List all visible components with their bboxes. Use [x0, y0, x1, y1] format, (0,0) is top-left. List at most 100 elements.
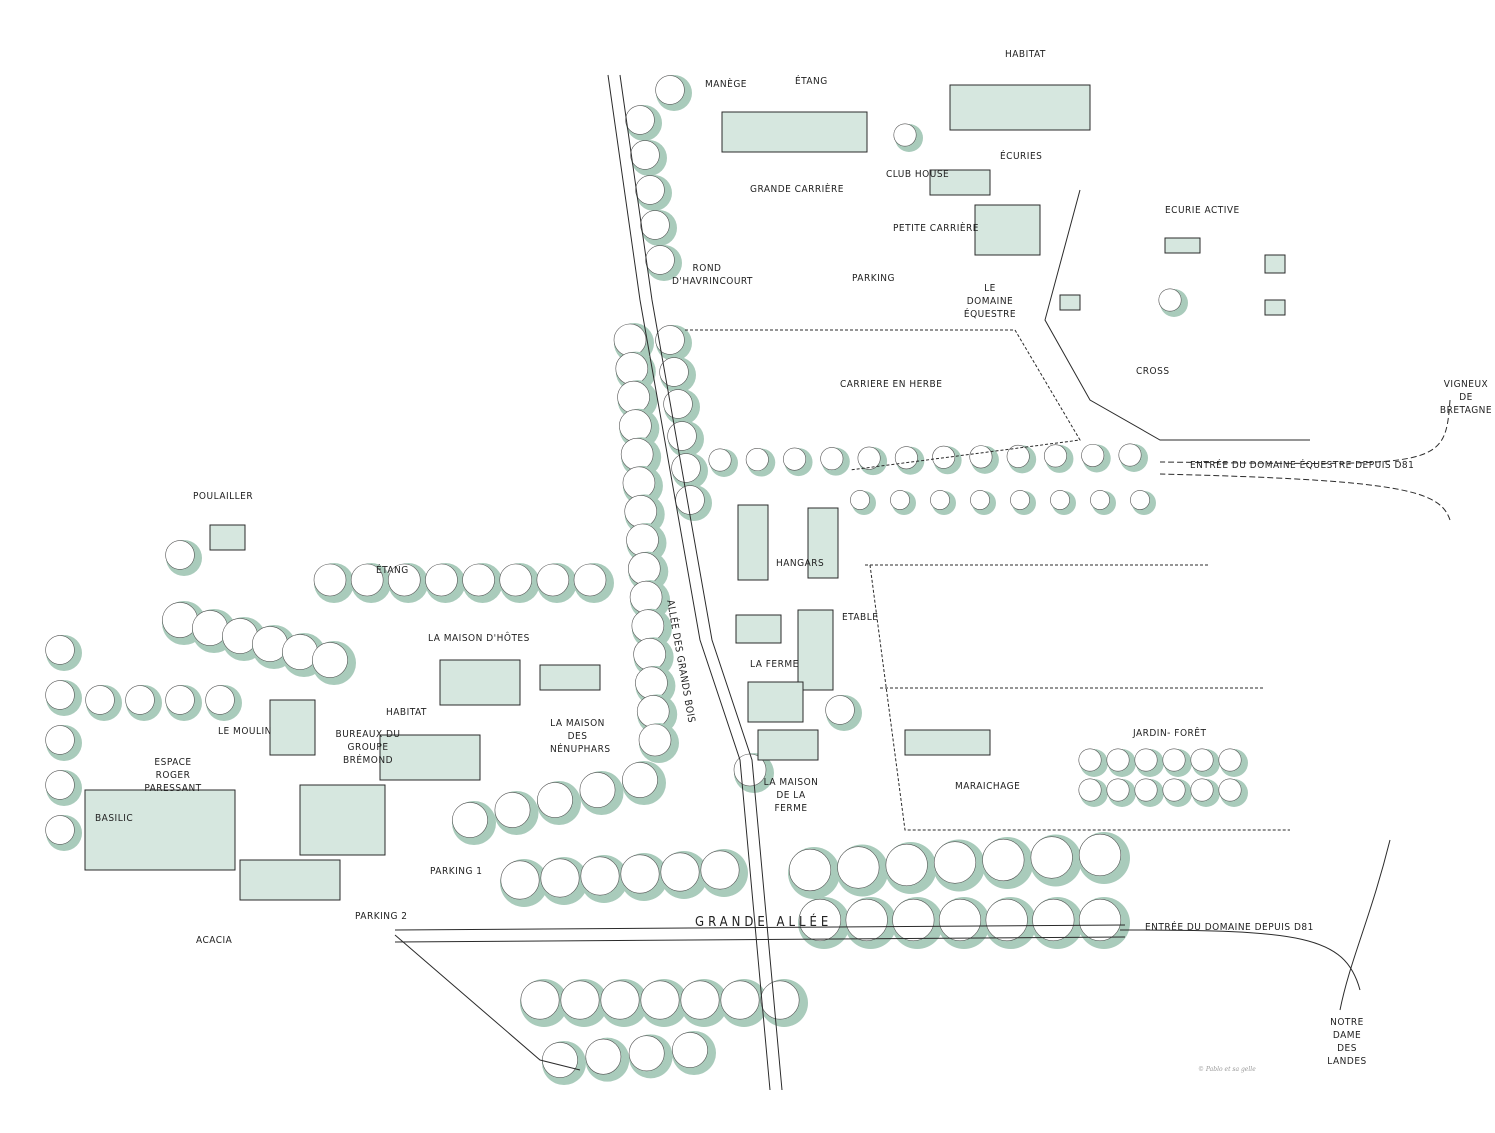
tree-icon: [640, 979, 688, 1027]
label-entree-equestre[interactable]: Entrée du domaine équestre depuis D81: [1190, 460, 1415, 471]
label-la-ferme[interactable]: La Ferme: [750, 659, 799, 670]
tree-icon: [1218, 778, 1248, 807]
label-cross[interactable]: Cross: [1136, 366, 1170, 377]
grande-allee-road-edge: [394, 936, 1126, 943]
buildings: [84, 84, 1286, 901]
tree-icon: [1162, 748, 1192, 777]
label-hangars[interactable]: Hangars: [776, 558, 825, 569]
label-maison-nenuphars[interactable]: La Maison des nénuphars: [550, 718, 611, 755]
tree-icon: [655, 325, 692, 361]
tree-icon: [425, 563, 466, 603]
tree-icon: [745, 448, 776, 477]
tree-icon: [600, 979, 648, 1027]
tree-icon: [626, 523, 667, 563]
north-road: [1159, 399, 1451, 464]
label-maison-ferme[interactable]: La maison de la ferme: [763, 777, 819, 814]
tree-icon: [573, 563, 614, 603]
tree-icon: [672, 1031, 716, 1075]
tree-icon: [635, 665, 676, 706]
main-road: [607, 74, 771, 1091]
tree-icon: [891, 897, 944, 949]
label-notre-dame-des-landes[interactable]: Notre dame des Landes: [1327, 1017, 1367, 1067]
label-habitat-south[interactable]: Habitat: [386, 707, 427, 718]
label-jardin-foret[interactable]: Jardin- forêt: [1133, 728, 1207, 739]
tree-icon: [981, 837, 1034, 889]
label-moulin[interactable]: Le Moulin: [218, 726, 272, 737]
tree-icon: [624, 494, 665, 535]
tree-icon: [659, 357, 696, 393]
tree-icon: [313, 563, 354, 603]
main-road-edge: [619, 74, 783, 1091]
label-vigneux-de-bretagne[interactable]: Vigneux de Bretagne: [1439, 379, 1493, 416]
tree-icon: [1130, 490, 1156, 515]
tree-icon: [1190, 778, 1220, 807]
tree-icon: [625, 105, 662, 141]
tree-icon: [620, 437, 662, 478]
grande-allee-road: [394, 924, 1126, 931]
tree-icon: [675, 485, 712, 521]
building-icon: [299, 784, 386, 856]
tree-icon: [622, 465, 663, 506]
label-parking-1[interactable]: Parking 1: [430, 866, 483, 877]
tree-icon: [969, 445, 999, 474]
tree-icon: [663, 389, 700, 425]
building-icon: [209, 524, 246, 551]
tree-icon: [85, 685, 122, 721]
label-espace-roger-paressant[interactable]: Espace Roger Paressant: [144, 757, 202, 794]
tree-icon: [932, 445, 962, 475]
label-manege[interactable]: Manège: [705, 79, 747, 90]
label-acacia[interactable]: Acacia: [196, 935, 233, 946]
label-petite-carriere[interactable]: Petite carrière: [893, 223, 979, 234]
tree-icon: [613, 323, 654, 363]
label-habitat-north[interactable]: Habitat: [1005, 49, 1046, 60]
tree-icon: [1134, 778, 1164, 807]
label-domaine-equestre[interactable]: Le Domaine Équestre: [963, 283, 1017, 320]
tree-icon: [628, 1034, 673, 1079]
label-etang-north[interactable]: Étang: [795, 76, 828, 87]
label-etable[interactable]: Etable: [842, 612, 879, 623]
tree-icon: [1106, 778, 1136, 807]
label-entree-domaine[interactable]: Entrée du domaine depuis D81: [1145, 922, 1314, 933]
building-icon: [735, 614, 782, 644]
label-grande-allee[interactable]: Grande allée: [695, 915, 833, 930]
tree-icon: [500, 859, 548, 907]
label-bureaux[interactable]: Bureaux du groupe Brémond: [335, 729, 401, 766]
tree-icon: [820, 447, 850, 476]
tree-icon: [655, 75, 692, 111]
label-rond-havrincourt[interactable]: Rond d'Havrincourt: [672, 263, 753, 287]
tree-icon: [580, 855, 628, 903]
label-ecuries[interactable]: Écuries: [1000, 151, 1043, 162]
label-ecurie-active[interactable]: Ecurie Active: [1165, 205, 1240, 216]
label-club-house[interactable]: Club House: [886, 169, 950, 180]
tree-icon: [783, 447, 813, 477]
tree-icon: [798, 897, 850, 949]
label-poulailler[interactable]: Poulailler: [193, 491, 254, 502]
label-maison-hotes[interactable]: La Maison d'hôtes: [428, 633, 530, 644]
artist-signature: © Pablo et sa gelle: [1198, 1066, 1256, 1073]
label-grande-carriere[interactable]: Grande carrière: [750, 184, 844, 195]
label-carriere-herbe[interactable]: Carriere en herbe: [840, 379, 943, 390]
tree-icon: [1090, 490, 1116, 515]
cross-fence: [1044, 189, 1310, 441]
building-icon: [737, 504, 769, 581]
tree-icon: [1078, 778, 1108, 807]
label-basilic[interactable]: Basilic: [95, 813, 134, 824]
tree-icon: [1078, 897, 1130, 949]
tree-icon: [627, 551, 669, 592]
tree-icon: [1118, 443, 1148, 472]
tree-icon: [560, 979, 608, 1027]
parking2-road: [394, 934, 581, 1071]
label-etang-south[interactable]: Étang: [376, 565, 409, 576]
label-maraichage[interactable]: Maraichage: [955, 781, 1021, 792]
building-icon: [757, 729, 819, 761]
tree-icon: [615, 351, 656, 392]
building-icon: [1059, 294, 1081, 311]
tree-icon: [45, 680, 82, 716]
tree-icon: [537, 781, 581, 825]
tree-icon: [462, 563, 503, 603]
label-parking-north[interactable]: Parking: [852, 273, 895, 284]
building-icon: [539, 664, 601, 691]
tree-icon: [884, 842, 937, 894]
label-parking-2[interactable]: Parking 2: [355, 911, 408, 922]
